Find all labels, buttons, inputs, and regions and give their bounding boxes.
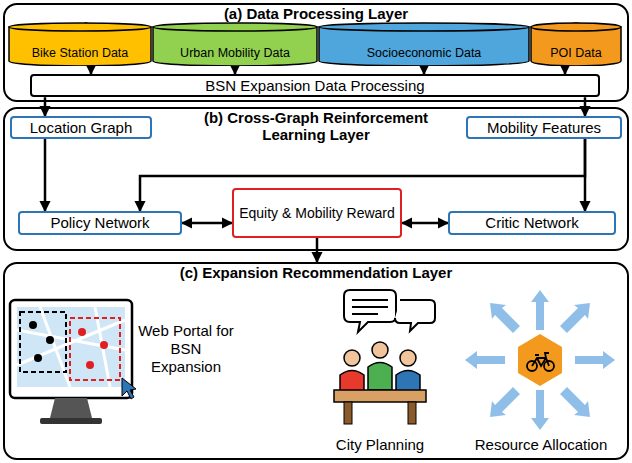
node-label: Socioeconomic Data [318, 46, 530, 60]
input-box: Mobility Features [466, 116, 622, 139]
layer-panel: (b) Cross-Graph Reinforcement Learning L… [3, 107, 629, 251]
arrow-connector [182, 222, 232, 225]
resource-allocation-icon [465, 290, 615, 430]
arrow-connector [44, 139, 47, 211]
process-box: BSN Expansion Data Processing [30, 74, 600, 97]
reward-box: Equity & Mobility Reward [232, 188, 402, 238]
layer-title: (b) Cross-Graph Reinforcement Learning L… [186, 109, 446, 144]
data-cylinder: Urban Mobility Data [152, 22, 318, 66]
data-cylinder: Bike Station Data [8, 22, 152, 66]
arrow-connector [90, 66, 93, 74]
caption-label: Web Portal for BSN Expansion [138, 322, 234, 376]
layer-title: (c) Expansion Recommendation Layer [116, 264, 516, 281]
layer-title: (a) Data Processing Layer [116, 5, 516, 22]
web-portal-monitor [10, 300, 136, 424]
input-box: Location Graph [10, 116, 152, 139]
layer-panel: (c) Expansion Recommendation Layer [3, 262, 629, 460]
node-label: Policy Network [46, 214, 153, 231]
node-label: Equity & Mobility Reward [235, 205, 399, 221]
arrow-connector [564, 66, 567, 74]
node-label: BSN Expansion Data Processing [201, 77, 428, 94]
caption-label: Resource Allocation [458, 436, 624, 454]
arrow-connector [423, 66, 426, 74]
node-label: Bike Station Data [8, 46, 152, 60]
arrow-connector [584, 139, 587, 211]
city-planning-icon [334, 290, 435, 424]
node-label: POI Data [530, 46, 622, 60]
node-label: Critic Network [481, 214, 582, 231]
arrow-connector [402, 222, 448, 225]
network-box: Critic Network [448, 211, 616, 235]
node-label: Mobility Features [483, 119, 605, 136]
arrow-connector [234, 66, 237, 74]
data-cylinder: POI Data [530, 22, 622, 66]
network-box: Policy Network [18, 211, 182, 235]
node-label: Urban Mobility Data [152, 46, 318, 60]
data-cylinder: Socioeconomic Data [318, 22, 530, 66]
layer-panel: (a) Data Processing LayerBike Station Da… [3, 3, 629, 102]
caption-label: City Planning [318, 436, 442, 454]
node-label: Location Graph [26, 119, 137, 136]
